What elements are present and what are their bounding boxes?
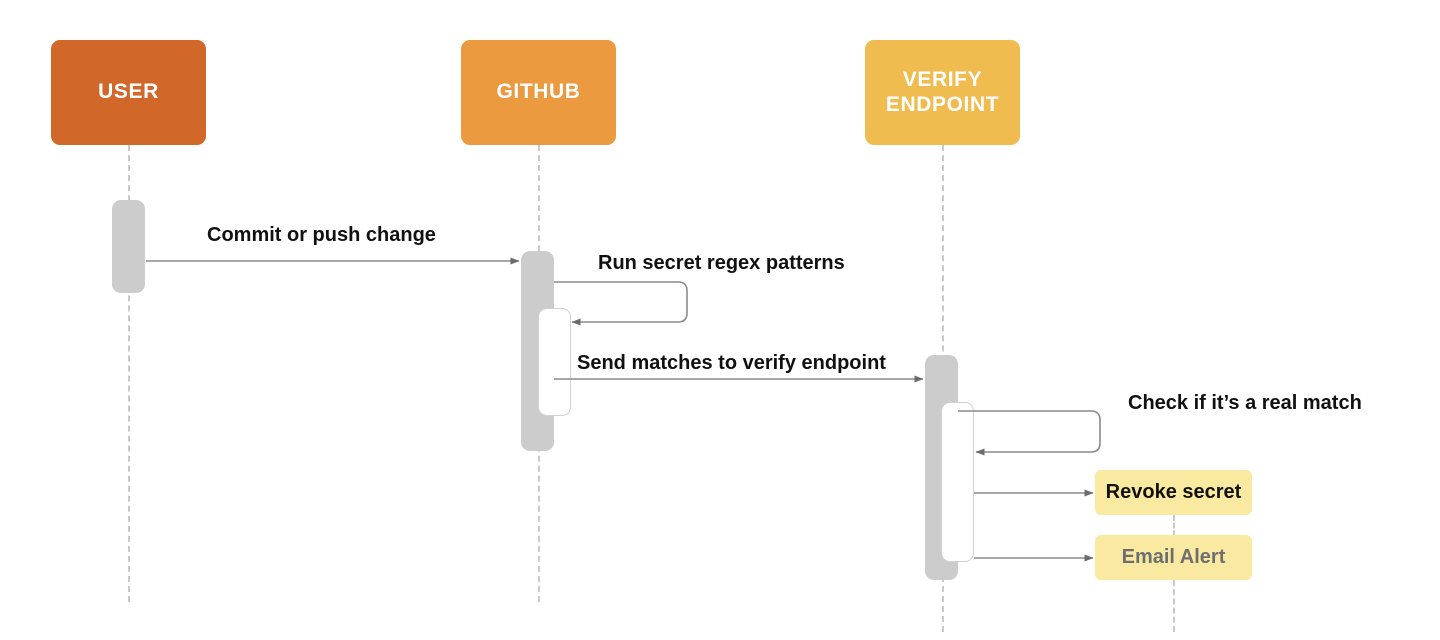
note-revoke-secret[interactable]: Revoke secret: [1095, 470, 1252, 515]
lifeline-note-email: [1173, 580, 1175, 632]
activation-bar-verify-endpoint-nested: [941, 402, 974, 562]
participant-user[interactable]: USER: [51, 40, 206, 145]
note-email-alert-label: Email Alert: [1121, 546, 1226, 568]
note-email-alert[interactable]: Email Alert: [1095, 535, 1252, 580]
lifeline-note-revoke: [1173, 515, 1175, 536]
participant-github-label: GITHUB: [496, 80, 581, 104]
participant-user-label: USER: [98, 80, 159, 104]
message-label-send-matches-to-verify-endpoint: Send matches to verify endpoint: [577, 352, 886, 374]
message-label-check-if-real-match: Check if it’s a real match: [1128, 392, 1362, 414]
note-revoke-secret-label: Revoke secret: [1105, 481, 1242, 503]
message-label-commit-or-push-change: Commit or push change: [207, 224, 436, 246]
activation-bar-github-nested: [538, 308, 571, 416]
participant-github[interactable]: GITHUB: [461, 40, 616, 145]
message-label-run-secret-regex-patterns: Run secret regex patterns: [598, 252, 845, 274]
activation-bar-user: [112, 200, 145, 293]
lifeline-user: [128, 145, 130, 602]
